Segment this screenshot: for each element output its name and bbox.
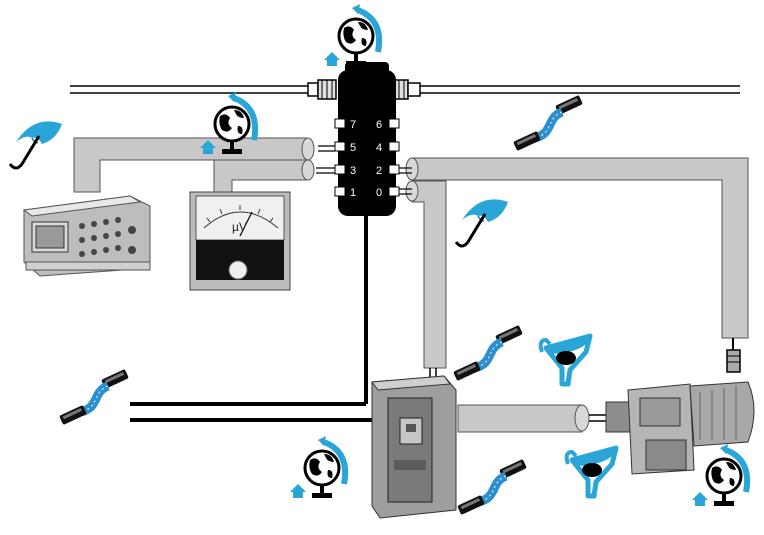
black-bus-lines bbox=[130, 210, 372, 422]
port-label-2: 2 bbox=[376, 165, 382, 177]
globe-icon-motor bbox=[692, 444, 747, 506]
globe-icon-drive bbox=[290, 436, 345, 498]
motor-cable-connector bbox=[726, 338, 741, 373]
port-label-5: 5 bbox=[350, 142, 356, 154]
meter-unit-label: µV bbox=[232, 220, 247, 234]
port-label-3: 3 bbox=[350, 165, 356, 177]
cable-port-0-drive bbox=[405, 180, 447, 369]
microvolt-meter-device bbox=[189, 191, 291, 291]
cable-port-2-motor bbox=[405, 157, 749, 339]
ribbon-cable-icon-center bbox=[453, 325, 523, 381]
ribbon-cable-icon-left bbox=[59, 369, 129, 425]
ribbon-cable-icon-top bbox=[513, 95, 583, 151]
umbrella-icon-left bbox=[8, 119, 64, 170]
top-bus-line bbox=[70, 85, 740, 94]
umbrella-icon-center bbox=[454, 197, 510, 248]
port-label-7: 7 bbox=[350, 119, 356, 131]
globe-icon-top bbox=[324, 4, 379, 66]
funnel-icon-upper bbox=[541, 335, 590, 384]
ribbon-cable-icon-bottom bbox=[457, 459, 527, 515]
funnel-icon-lower bbox=[567, 447, 616, 496]
cable-drive-motor bbox=[457, 404, 606, 433]
port-label-4: 4 bbox=[376, 142, 382, 154]
cable-port-3-meter bbox=[213, 159, 315, 196]
bus-connector-left bbox=[307, 79, 337, 100]
oscilloscope-device bbox=[22, 195, 151, 277]
port-label-1: 1 bbox=[350, 187, 356, 199]
port-label-6: 6 bbox=[376, 119, 382, 131]
drive-unit-device bbox=[371, 375, 457, 519]
port-label-0: 0 bbox=[376, 187, 382, 199]
geared-motor-device bbox=[605, 381, 755, 475]
hub-box bbox=[316, 62, 412, 216]
